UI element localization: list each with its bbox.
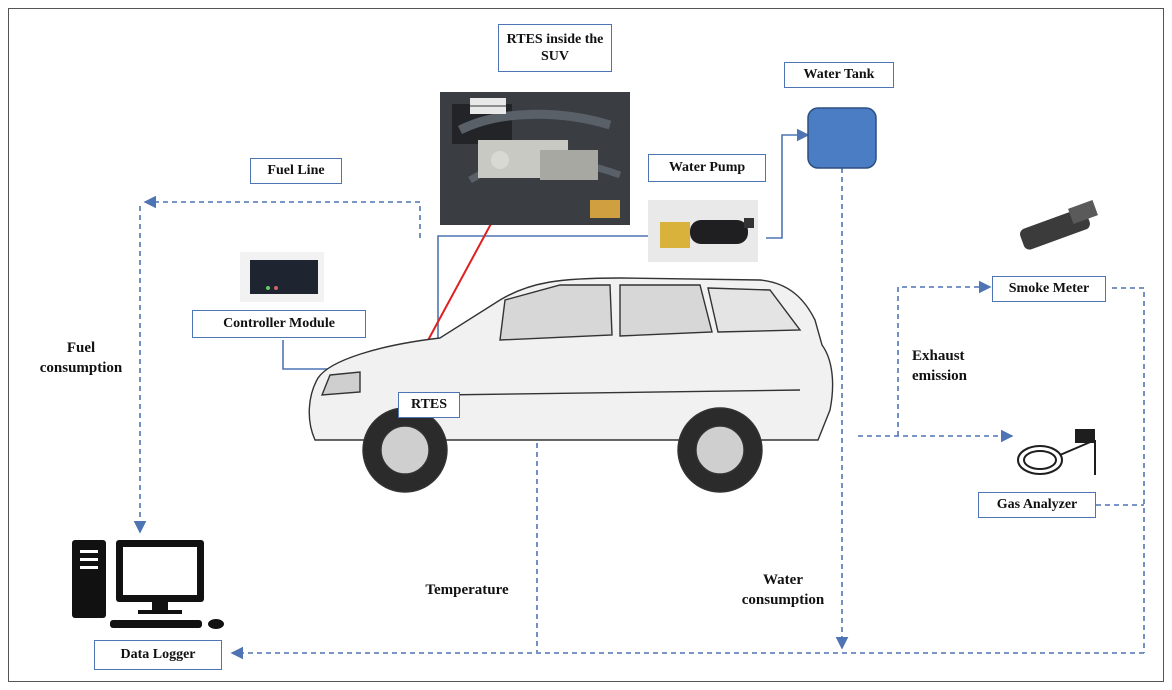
pump-to-rtes-line [437, 235, 648, 340]
rtes-label: RTES [398, 392, 460, 418]
exhaust-to-smoke-meter [897, 280, 992, 436]
pump-to-tank-line [766, 128, 810, 239]
exhaust-emission-text: Exhaust emission [912, 348, 968, 385]
temperature-text: Temperature [425, 582, 509, 598]
computer-icon [72, 540, 224, 629]
gas-analyzer-photo [1017, 429, 1096, 475]
water-tank-icon [807, 107, 877, 169]
smoke-meter-label: Smoke Meter [992, 276, 1106, 302]
gas-analyzer-label: Gas Analyzer [978, 492, 1096, 518]
fuel-consumption-text: Fuel consumption [39, 340, 123, 377]
rtes-engine-photo [440, 92, 630, 225]
water-consumption-text: Water consumption [741, 572, 825, 609]
water-tank-label: Water Tank [784, 62, 894, 88]
controller-module-photo [240, 252, 324, 302]
controller-module-label: Controller Module [192, 310, 366, 338]
smoke-meter-photo [1020, 200, 1098, 250]
rtes-inside-label: RTES inside the SUV [498, 24, 612, 72]
fuel-line-label: Fuel Line [250, 158, 342, 184]
suv-illustration [308, 277, 834, 493]
diagram-frame [8, 8, 1164, 682]
smoke-meter-output [1112, 287, 1145, 653]
water-pump-photo [648, 200, 758, 262]
water-pump-label: Water Pump [648, 154, 766, 182]
data-logger-label: Data Logger [94, 640, 222, 670]
fuel-line-path [143, 195, 421, 238]
